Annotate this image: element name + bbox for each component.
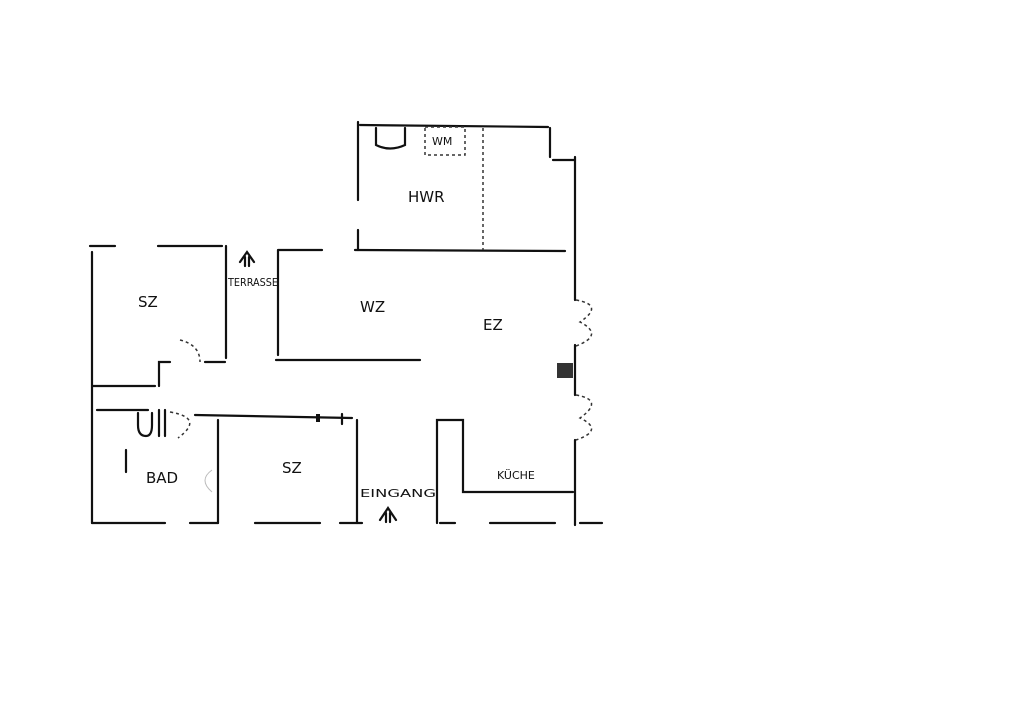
room-label-eingang: EINGANG <box>360 487 436 500</box>
arrow-up-icon <box>238 250 256 268</box>
washing-machine <box>424 126 466 156</box>
room-label-ez: EZ <box>483 316 503 334</box>
labels: HWR WM SZ TERRASSE WZ EZ BAD SZ EINGANG … <box>138 126 535 524</box>
room-label-bad: BAD <box>146 469 178 487</box>
room-label-sz-1: SZ <box>138 293 158 311</box>
fireplace <box>557 363 573 378</box>
room-label-hwr: HWR <box>408 188 445 206</box>
room-label-terrasse: TERRASSE <box>227 276 278 289</box>
room-label-sz-2: SZ <box>282 459 302 477</box>
entrance-arrow-icon <box>378 506 398 524</box>
walls <box>88 120 604 527</box>
sink-icon <box>374 126 407 150</box>
room-label-kueche: KÜCHE <box>497 469 535 482</box>
room-label-wm: WM <box>432 135 452 148</box>
room-label-wz: WZ <box>360 298 385 316</box>
